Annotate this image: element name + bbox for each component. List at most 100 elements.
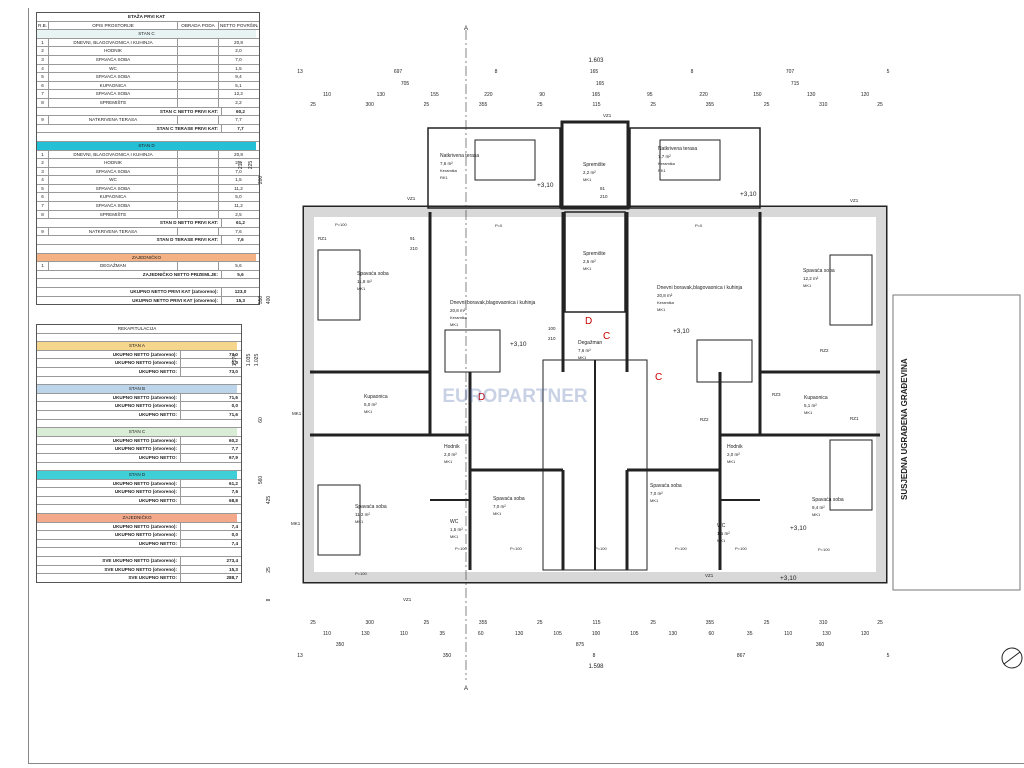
- recap-row-cell: UKUPNO NETTO (zatvoreno):: [37, 436, 181, 445]
- table-row: STAN C NETTO PRIVI KAT:60,2: [37, 107, 259, 117]
- dimension-label: 200: [258, 176, 264, 185]
- dimension-label: 310: [819, 102, 828, 108]
- window-label: RZ2: [820, 348, 829, 353]
- dimension-label: 120: [861, 631, 870, 637]
- sill-label: P=100: [675, 546, 687, 551]
- recap-row: UKUPNO NETTO (otvoreno):7,7: [37, 445, 241, 454]
- recap-group: ZAJEDNIČKO: [37, 514, 241, 523]
- recap-row-cell: UKUPNO NETTO (otvoreno):: [37, 531, 181, 539]
- recap-row-cell: 71,6: [229, 394, 238, 400]
- dimension-label: 310: [819, 620, 828, 626]
- table-title: ETAŽA PRVI KAT: [127, 14, 166, 19]
- recap-row: UKUPNO NETTO:68,8: [37, 496, 241, 506]
- room-name: KUPAONICA: [49, 81, 178, 90]
- dimension-label: 115: [593, 620, 601, 626]
- room-name: HODNIK: [49, 47, 178, 55]
- row-no: 4: [37, 176, 49, 184]
- total-value: 123,0: [234, 289, 247, 294]
- room-area: 7,0 m²: [493, 504, 506, 509]
- recap-row: UKUPNO NETTO (otvoreno):7,6: [37, 488, 241, 497]
- door-label: 91: [410, 236, 416, 241]
- room-area: 2,0 m²: [444, 452, 457, 457]
- door-label: 210: [600, 194, 608, 199]
- dimension-label: 25: [424, 620, 430, 626]
- subtotal-value: 61,2: [236, 220, 245, 226]
- dimension-label: 8: [266, 598, 272, 601]
- dimension-label: 300: [366, 620, 375, 626]
- recap-group-cell: STAN C: [37, 428, 237, 436]
- room-name: Spavaća soba: [355, 504, 387, 510]
- dimension-label: 355: [479, 102, 488, 108]
- room-finish: [178, 167, 219, 176]
- spacer: [37, 377, 241, 386]
- room-name: NATKRIVENA TERASA: [49, 227, 178, 236]
- room-area: 9,4 m²: [812, 505, 825, 510]
- recap-title-cell: REKAPITULACIJA: [117, 326, 157, 331]
- dimension-label: 5: [887, 69, 890, 75]
- row-no: 1: [37, 150, 49, 159]
- dimension-label: 5: [887, 653, 890, 659]
- room-code: MK1: [444, 459, 453, 464]
- dimension-label: 25: [764, 620, 770, 626]
- storage-top: [560, 120, 630, 210]
- door-label: 81: [600, 186, 606, 191]
- row-no: 8: [37, 210, 49, 219]
- recap-grand-row-cell: 288,7: [226, 575, 239, 581]
- subtotal-value: 7,7: [237, 125, 244, 131]
- window-label: MK1: [292, 411, 302, 416]
- room-code: MK1: [657, 307, 666, 312]
- dimension-label: 8: [495, 69, 498, 75]
- room-area: 5,0 m²: [364, 402, 377, 407]
- room-area: 7,6: [235, 228, 242, 234]
- dimension-label: 1.035: [246, 354, 252, 367]
- room-name: Dnevni boravak,blagovaonica i kuhinja: [657, 285, 743, 291]
- room-area: 2,0: [235, 160, 242, 166]
- subtotal-label: ZAJEDNIČKO NETTO PRIZEMLJE:: [37, 270, 222, 279]
- recap-row-cell: UKUPNO NETTO (otvoreno):: [37, 359, 181, 367]
- sill-label: P=100: [595, 546, 607, 551]
- room-area: 2,2 m²: [583, 170, 596, 175]
- recap-group-cell: STAN A: [37, 342, 237, 350]
- room-area: 20,8: [234, 39, 243, 45]
- room-finish: [178, 73, 219, 81]
- room-area: 11,2 m²: [355, 512, 370, 517]
- room-area: 2,0 m²: [727, 452, 740, 457]
- dimension-label: 875: [576, 642, 585, 648]
- level-marker: +3,10: [740, 191, 757, 198]
- col-header: OPIS PROSTORIJE: [49, 21, 178, 30]
- row-no: 6: [37, 193, 49, 202]
- dimension-label: 90: [539, 92, 545, 98]
- dimension-label: 360: [816, 642, 825, 648]
- dimension-label: 1.276: [232, 354, 238, 367]
- dimension-label: 25: [266, 567, 272, 573]
- level-marker: +3,10: [510, 341, 527, 348]
- dimension-label: 25: [310, 102, 316, 108]
- dimension-label: 155: [430, 92, 439, 98]
- dimension-label: 130: [822, 631, 831, 637]
- room-name: Spavaća soba: [803, 268, 835, 274]
- room-finish: [178, 38, 219, 47]
- room-finish: [178, 193, 219, 202]
- spacer: [37, 463, 241, 472]
- level-marker: +3,10: [673, 328, 690, 335]
- row-no: 2: [37, 159, 49, 167]
- recap-group: STAN A: [37, 342, 241, 351]
- dimension-label: 130: [807, 92, 816, 98]
- dimension-label: 550: [258, 296, 264, 305]
- room-code: RK1: [440, 175, 449, 180]
- recap-row-cell: UKUPNO NETTO (otvoreno):: [37, 445, 181, 453]
- subtotal-label: STAN D NETTO PRIVI KAT:: [37, 219, 222, 227]
- room-code: MK1: [357, 286, 366, 291]
- recap-row-cell: 60,2: [229, 437, 238, 443]
- door-label: 210: [548, 336, 556, 341]
- door-label: 100: [548, 326, 556, 331]
- room-name: SPAVAĆA SOBA: [49, 167, 178, 176]
- room-area: 2,5 m²: [583, 259, 596, 264]
- room-code: MK1: [493, 511, 502, 516]
